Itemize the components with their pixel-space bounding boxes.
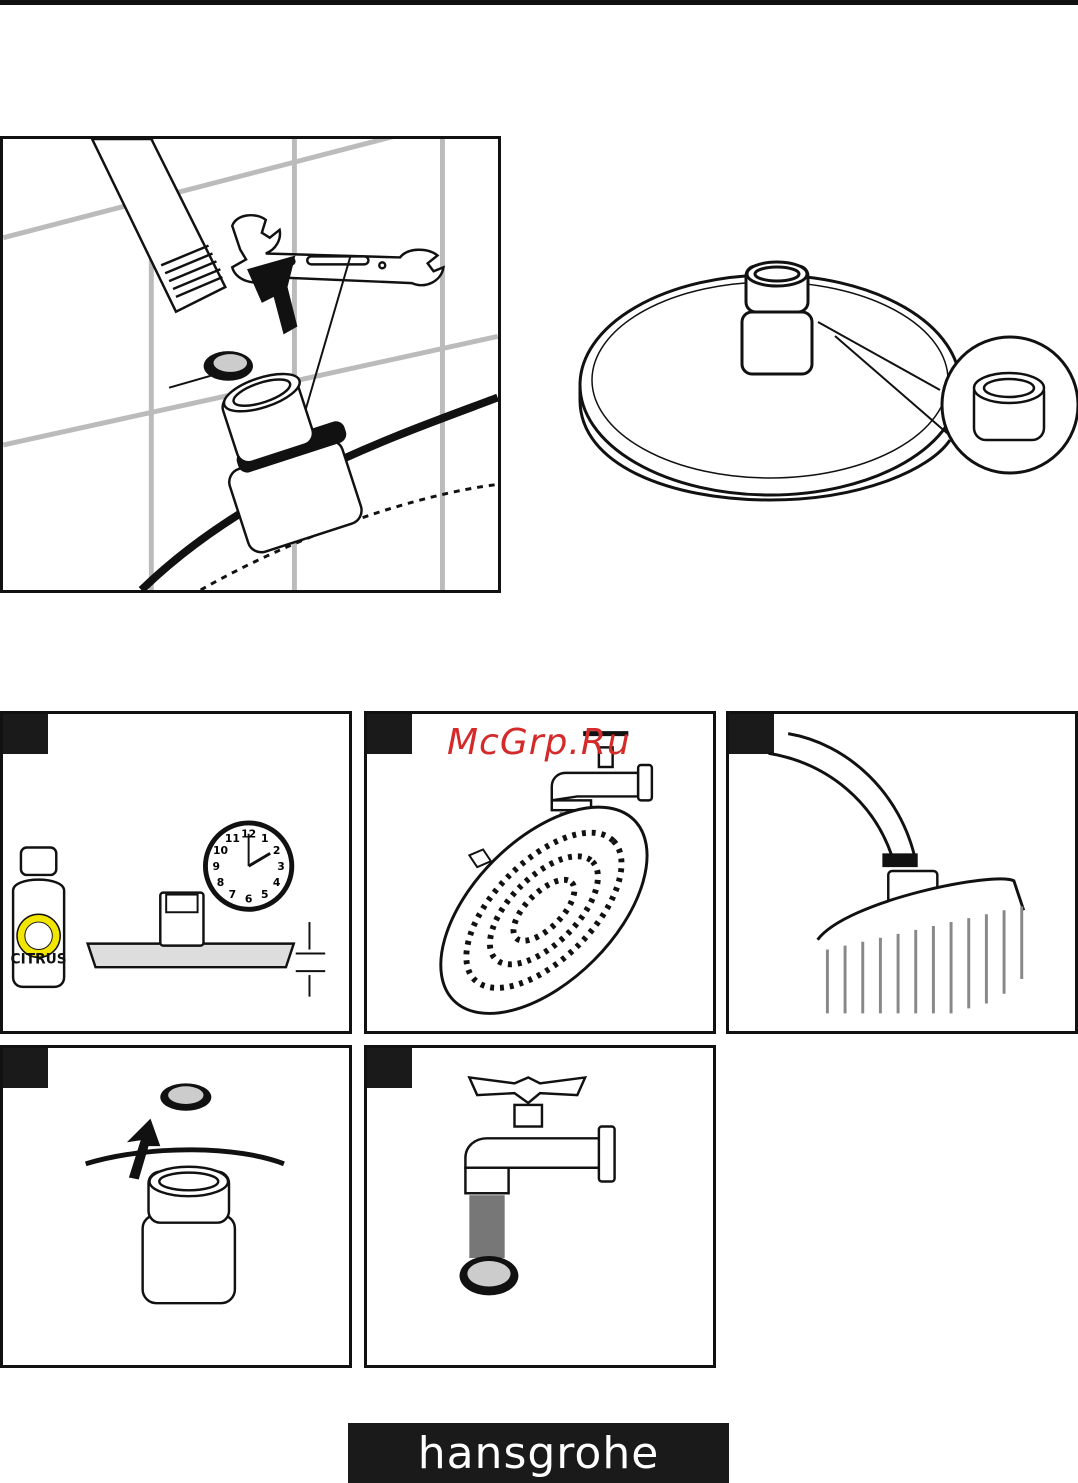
clock-number: 9 [212, 860, 220, 873]
clock-number: 3 [277, 860, 285, 873]
top-rule [0, 0, 1078, 5]
step-panel-remove-screen [0, 1045, 352, 1368]
clock-number: 12 [241, 828, 256, 841]
clock-number: 6 [245, 892, 253, 905]
step-panel-rinse-screen [364, 1045, 716, 1368]
citrus-bottle-icon: CITRUS [11, 847, 67, 986]
wrench-removal-drawing [3, 139, 498, 590]
filter-screen-icon [204, 351, 253, 381]
flush-drawing [729, 714, 1075, 1031]
clock-number: 10 [213, 844, 228, 857]
clock-number: 5 [261, 888, 269, 901]
brand-logo-text: hansgrohe [418, 1428, 660, 1479]
brand-logo: hansgrohe [348, 1423, 729, 1483]
shower-plate-drawing [560, 230, 1078, 520]
clock-number: 8 [217, 876, 225, 889]
illustration-wrench-removal [0, 136, 501, 593]
arrow-up-icon [247, 255, 297, 334]
remove-screen-drawing [3, 1048, 349, 1365]
shower-head-icon [404, 770, 684, 1031]
clock-number: 1 [261, 832, 269, 845]
citrus-label: CITRUS [11, 951, 67, 967]
illustration-shower-plate-zoom [560, 230, 1078, 520]
clock-number: 7 [229, 888, 237, 901]
filter-screen-icon [460, 1256, 519, 1295]
rinse-screen-drawing [367, 1048, 713, 1365]
clock-number: 2 [273, 844, 281, 857]
clock-number: 11 [225, 832, 240, 845]
watermark: McGrp.Ru [447, 722, 631, 763]
clock-number: 4 [273, 876, 281, 889]
step-panel-flush [726, 711, 1078, 1034]
